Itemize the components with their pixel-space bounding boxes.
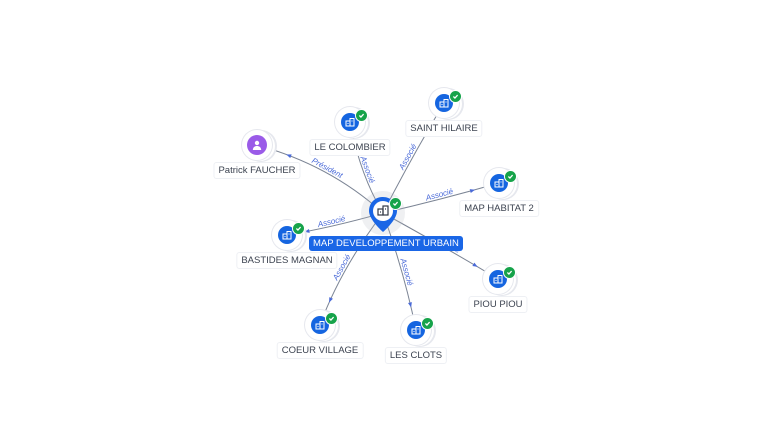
verified-check-icon [292, 222, 305, 235]
company-icon [435, 94, 453, 112]
company-icon [490, 174, 508, 192]
node-label: LES CLOTS [385, 348, 447, 363]
verified-check-icon [503, 266, 516, 279]
edge-arrow-clots [407, 302, 412, 308]
verified-check-icon [449, 90, 462, 103]
edge-arrow-faucher [286, 154, 292, 159]
edge-label-colombier: Associé [358, 154, 377, 185]
edge-label-clots: Associé [398, 256, 415, 287]
verified-check-icon [421, 317, 434, 330]
node-label: Patrick FAUCHER [214, 163, 300, 178]
node-label: PIOU PIOU [469, 297, 527, 312]
edge-faucher [256, 144, 384, 214]
edge-label-habitat2: Associé [424, 187, 455, 203]
node-label: SAINT HILAIRE [406, 121, 482, 136]
company-icon [407, 321, 425, 339]
edge-arrow-magnan [304, 228, 310, 233]
edge-label-faucher: Président [310, 156, 345, 180]
node-label: MAP HABITAT 2 [460, 201, 538, 216]
center-label: MAP DEVELOPPEMENT URBAIN [309, 236, 463, 251]
company-icon [311, 316, 329, 334]
edge-label-magnan: Associé [316, 214, 347, 229]
company-icon [278, 226, 296, 244]
node-label: COEUR VILLAGE [277, 343, 363, 358]
node-circle[interactable] [429, 88, 459, 118]
edge-arrow-habitat2 [469, 189, 476, 194]
node-circle[interactable] [242, 130, 272, 160]
edge-arrow-coeur [329, 297, 333, 303]
verified-check-icon [355, 109, 368, 122]
company-icon [341, 113, 359, 131]
verified-check-icon [389, 197, 402, 210]
verified-check-icon [325, 312, 338, 325]
node-label: LE COLOMBIER [310, 140, 390, 155]
person-icon [247, 135, 267, 155]
company-icon [377, 205, 389, 216]
node-label: BASTIDES MAGNAN [237, 253, 337, 268]
verified-check-icon [504, 170, 517, 183]
edge-label-hilaire: Associé [397, 142, 419, 172]
company-icon [489, 270, 507, 288]
edge-arrow-pioupiou [472, 262, 478, 267]
